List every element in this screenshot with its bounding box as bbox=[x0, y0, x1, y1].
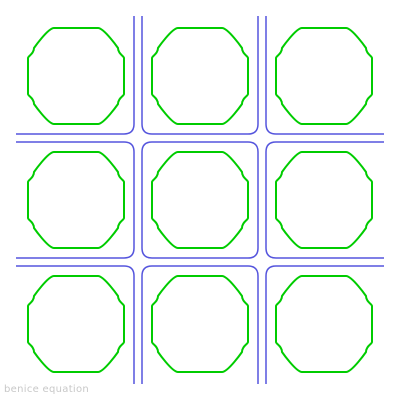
lattice-curve-r1c3 bbox=[265, 16, 384, 135]
lattice-curve-r3c1 bbox=[16, 265, 135, 384]
cell-curve-r3c1 bbox=[27, 275, 125, 373]
cell-curve-r2c1 bbox=[27, 151, 125, 249]
lattice-curves bbox=[16, 16, 384, 384]
cell-curve-r3c3 bbox=[275, 275, 373, 373]
cell-curve-r1c2 bbox=[151, 27, 249, 125]
cell-curve-r1c1 bbox=[27, 27, 125, 125]
lattice-curve-r1c2 bbox=[141, 16, 259, 135]
lattice-curve-r2c3 bbox=[265, 141, 384, 259]
lattice-curve-r3c3 bbox=[265, 265, 384, 384]
lattice-curve-r3c2 bbox=[141, 265, 259, 384]
lattice-curve-r2c2 bbox=[141, 141, 259, 259]
cell-curve-r1c3 bbox=[275, 27, 373, 125]
lattice-curve-r1c1 bbox=[16, 16, 135, 135]
caption-label: benice equation bbox=[4, 384, 90, 395]
cell-curves bbox=[27, 27, 373, 373]
cell-curve-r3c2 bbox=[151, 275, 249, 373]
cell-curve-r2c2 bbox=[151, 151, 249, 249]
lattice-curve-r2c1 bbox=[16, 141, 135, 259]
cell-curve-r2c3 bbox=[275, 151, 373, 249]
